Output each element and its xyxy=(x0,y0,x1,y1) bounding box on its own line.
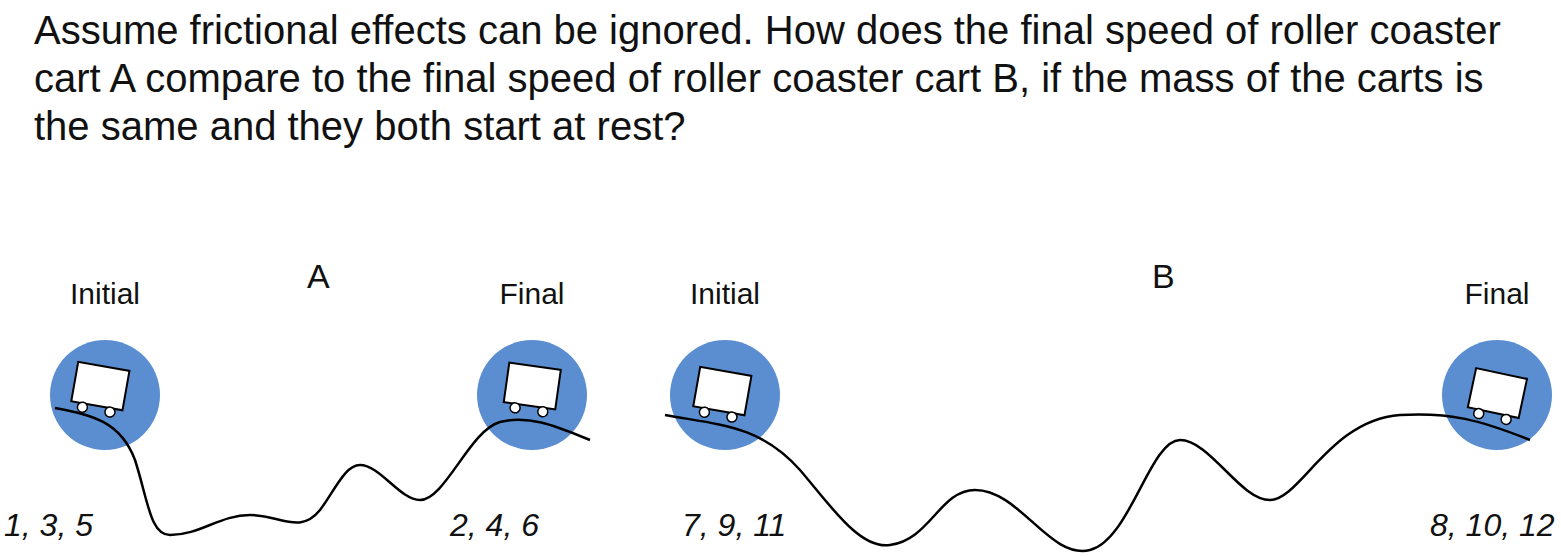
cart-circle: Final xyxy=(477,340,587,450)
cart-circle: Final xyxy=(1442,340,1552,450)
circle-shape xyxy=(50,340,160,450)
circle-shape xyxy=(477,340,587,450)
position-heading: Final xyxy=(1464,276,1529,312)
track-b xyxy=(665,414,1530,551)
question-numbers: 8, 10, 12 xyxy=(1430,506,1555,544)
cart-circle: Initial xyxy=(670,340,780,450)
circle-shape xyxy=(670,340,780,450)
cart-circle: Initial xyxy=(50,340,160,450)
position-heading: Final xyxy=(499,276,564,312)
track-letter: B xyxy=(1152,256,1175,296)
question-numbers: 1, 3, 5 xyxy=(4,506,93,544)
position-heading: Initial xyxy=(70,276,140,312)
question-numbers: 2, 4, 6 xyxy=(450,506,539,544)
position-heading: Initial xyxy=(690,276,760,312)
circle-shape xyxy=(1442,340,1552,450)
question-numbers: 7, 9, 11 xyxy=(682,506,786,544)
track-letter: A xyxy=(307,256,330,296)
question-text: Assume frictional effects can be ignored… xyxy=(34,6,1549,150)
